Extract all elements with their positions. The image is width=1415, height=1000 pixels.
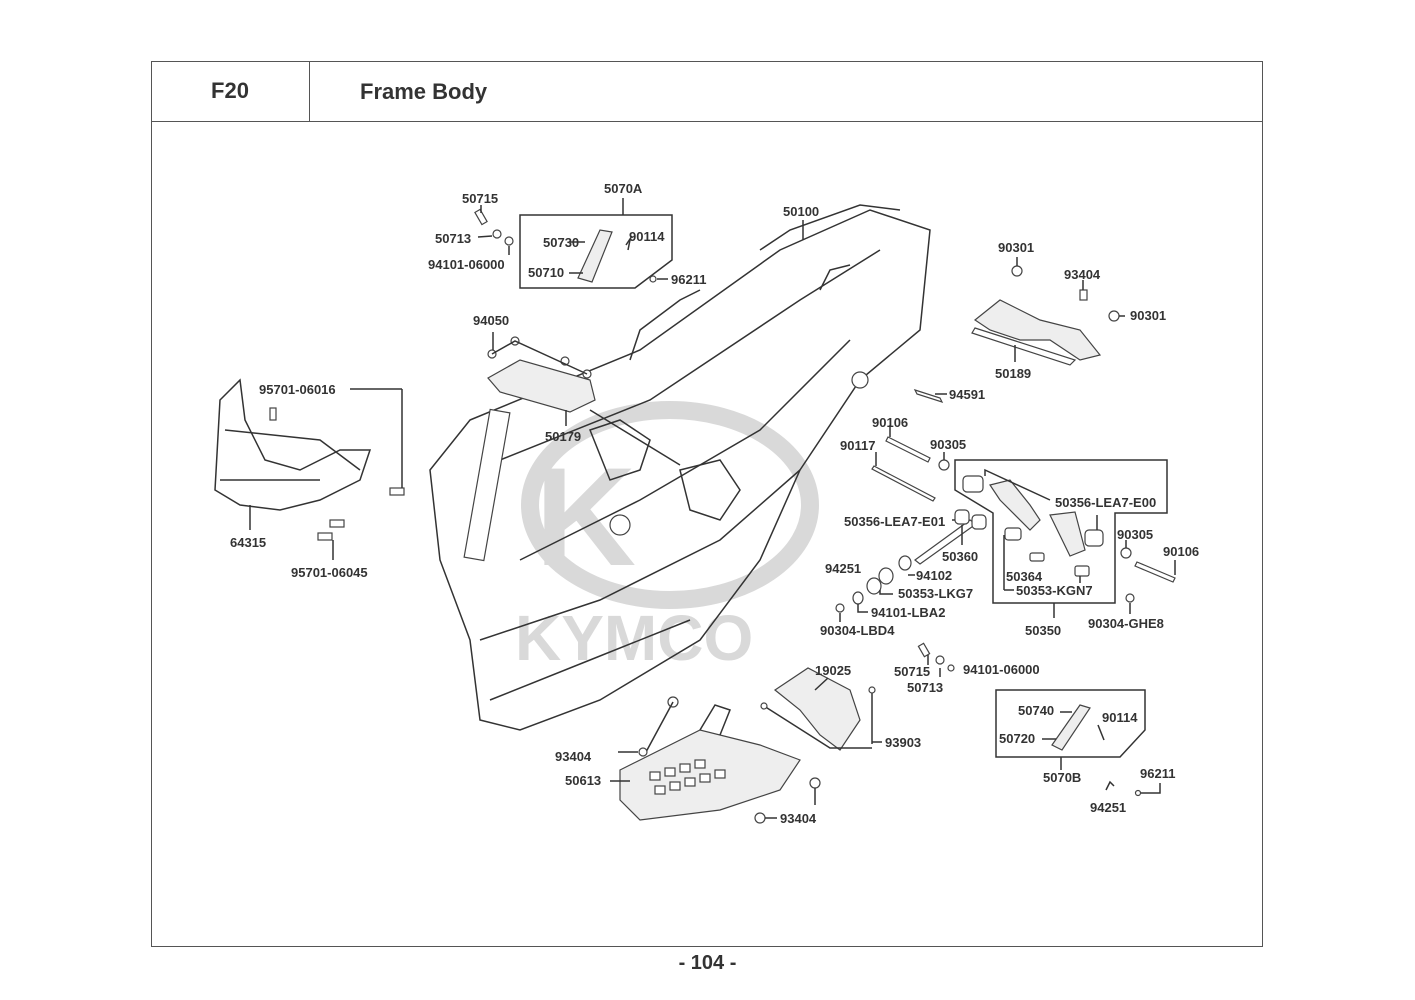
callout-64315: 64315 xyxy=(230,535,266,550)
callout-96211-b: 96211 xyxy=(1140,766,1175,781)
callout-50353-KGN7: 50353-KGN7 xyxy=(1016,583,1093,598)
callout-19025: 19025 xyxy=(815,663,851,678)
callout-labels: 50715 50713 94101-06000 5070A 50730 5071… xyxy=(230,181,1199,826)
section-title: Frame Body xyxy=(360,78,488,104)
callout-90114-b: 90114 xyxy=(1102,710,1138,725)
bracket-64315 xyxy=(214,378,405,560)
callout-90301-b: 90301 xyxy=(1130,308,1166,323)
callout-90301: 90301 xyxy=(998,240,1034,255)
callout-95701-06016: 95701-06016 xyxy=(259,382,336,397)
callout-50364: 50364 xyxy=(1006,569,1043,584)
floor-cover-grill xyxy=(649,759,726,795)
cover-19025 xyxy=(773,667,861,751)
callout-94101-06000: 94101-06000 xyxy=(428,257,505,272)
callout-50713: 50713 xyxy=(435,231,471,246)
main-frame-50100 xyxy=(429,204,931,731)
callout-50189: 50189 xyxy=(995,366,1031,381)
callout-50713-b: 50713 xyxy=(907,680,943,695)
callout-93903: 93903 xyxy=(885,735,921,750)
callout-50353-LKG7: 50353-LKG7 xyxy=(898,586,973,601)
link-assembly xyxy=(962,468,1104,591)
callout-94251: 94251 xyxy=(825,561,861,576)
kymco-watermark: K KYMCO xyxy=(515,401,819,674)
callout-50613: 50613 xyxy=(565,773,601,788)
callout-90106: 90106 xyxy=(872,415,908,430)
footrest-50720 xyxy=(1051,704,1091,751)
callout-93404-c: 93404 xyxy=(780,811,817,826)
callout-50350: 50350 xyxy=(1025,623,1061,638)
diagram-frame xyxy=(151,61,1263,947)
section-code: F20 xyxy=(151,61,310,122)
callout-50356-LEA7-E01: 50356-LEA7-E01 xyxy=(844,514,945,529)
callout-94102: 94102 xyxy=(916,568,952,583)
callout-90305: 90305 xyxy=(930,437,966,452)
callout-50740: 50740 xyxy=(1018,703,1054,718)
callout-96211: 96211 xyxy=(671,272,706,287)
callout-94251-b: 94251 xyxy=(1090,800,1126,815)
callout-90304-GHE8: 90304-GHE8 xyxy=(1088,616,1164,631)
callout-50720: 50720 xyxy=(999,731,1035,746)
callout-90117: 90117 xyxy=(840,438,875,453)
callout-50100: 50100 xyxy=(783,204,819,219)
callout-93404-b: 93404 xyxy=(555,749,592,764)
callout-90305-b: 90305 xyxy=(1117,527,1153,542)
bracket-50189 xyxy=(973,299,1102,361)
watermark-text: KYMCO xyxy=(515,602,753,674)
callout-90114: 90114 xyxy=(629,229,665,244)
page-number: - 104 - xyxy=(678,952,737,974)
callout-50356-LEA7-E00: 50356-LEA7-E00 xyxy=(1055,495,1156,510)
callout-94591: 94591 xyxy=(949,387,985,402)
callout-90106-b: 90106 xyxy=(1163,544,1199,559)
callout-50715-b: 50715 xyxy=(894,664,930,679)
kit-box-5070B xyxy=(995,689,1146,758)
callout-95701-06045: 95701-06045 xyxy=(291,565,368,580)
callout-50715: 50715 xyxy=(462,191,498,206)
callout-5070B: 5070B xyxy=(1043,770,1081,785)
kit-box-50350 xyxy=(954,459,1168,604)
callout-50360: 50360 xyxy=(942,549,978,564)
callout-5070A: 5070A xyxy=(604,181,643,196)
callout-50730: 50730 xyxy=(543,235,579,250)
callout-93404: 93404 xyxy=(1064,267,1101,282)
callout-50179: 50179 xyxy=(545,429,581,444)
plate-50179 xyxy=(487,332,681,466)
kit-box-5070A xyxy=(519,214,673,289)
callout-90304-LBD4: 90304-LBD4 xyxy=(820,623,895,638)
header-divider xyxy=(310,121,1263,122)
callout-94050: 94050 xyxy=(473,313,509,328)
callout-94101-LBA2: 94101-LBA2 xyxy=(871,605,945,620)
callout-94101-06000-b: 94101-06000 xyxy=(963,662,1040,677)
callout-50710: 50710 xyxy=(528,265,564,280)
footrest-50710 xyxy=(577,229,613,283)
